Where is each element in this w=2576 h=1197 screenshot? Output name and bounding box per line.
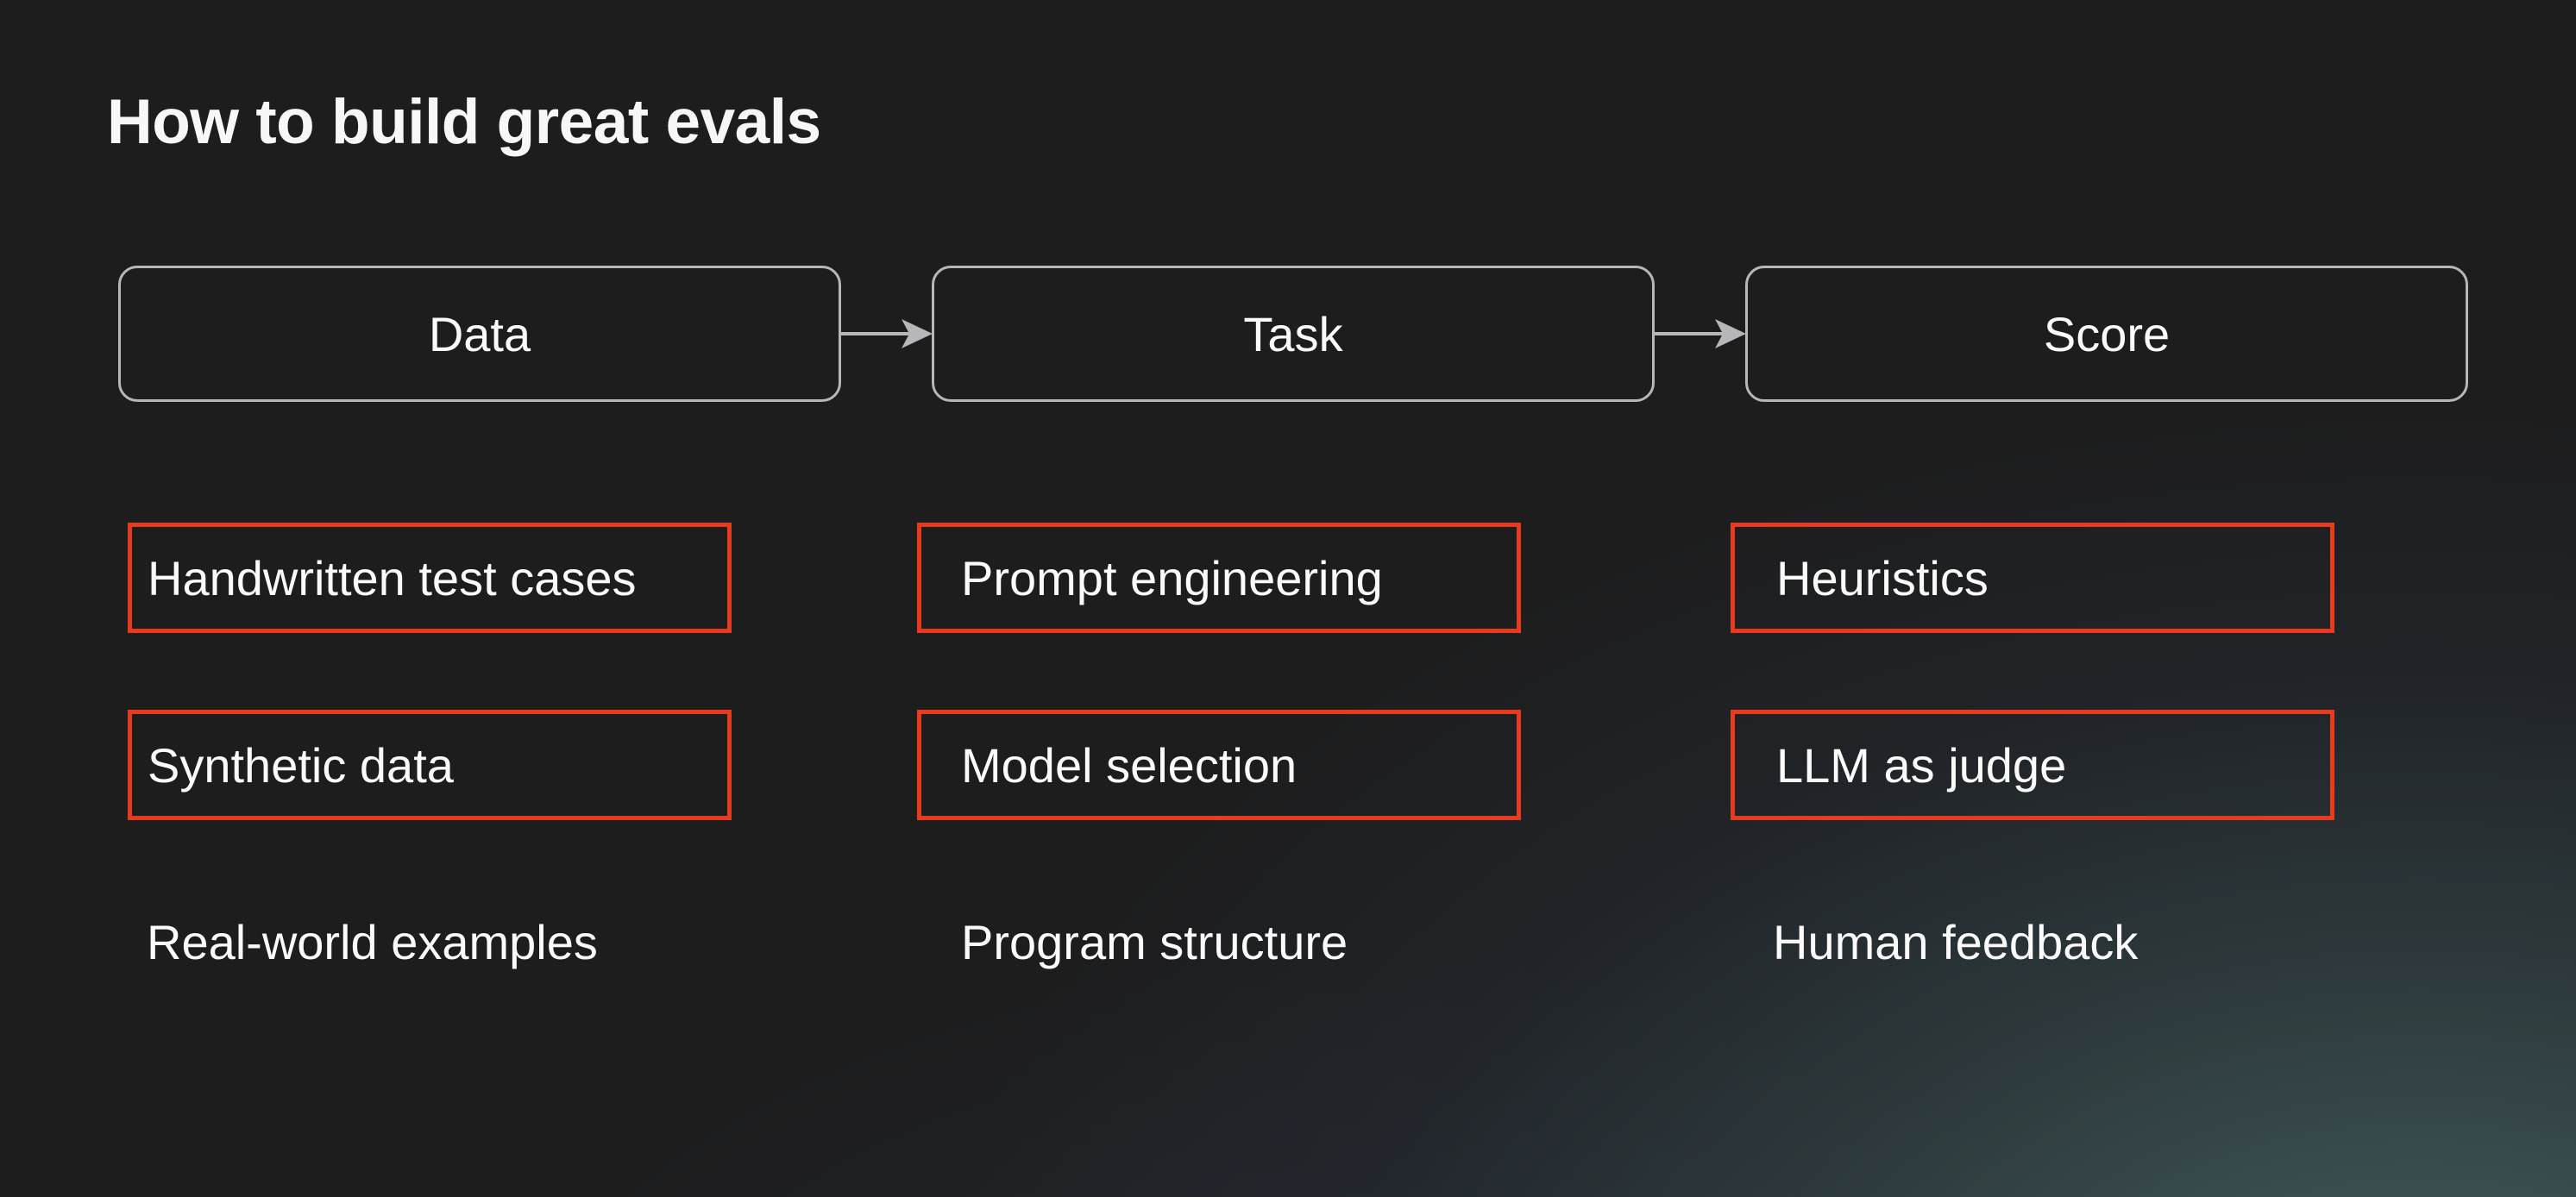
highlight-box-handwritten-test-cases: Handwritten test cases: [128, 523, 732, 633]
highlight-box-label: Synthetic data: [148, 737, 454, 793]
flow-step-task: Task: [932, 266, 1655, 402]
flow-step-score: Score: [1745, 266, 2468, 402]
plain-item-human-feedback: Human feedback: [1773, 915, 2139, 969]
flow-arrow-icon: [841, 319, 933, 348]
highlight-box-heuristics: Heuristics: [1731, 523, 2334, 633]
flow-step-label: Score: [2043, 306, 2171, 361]
highlight-box-llm-as-judge: LLM as judge: [1731, 710, 2334, 820]
flow-step-data: Data: [118, 266, 841, 402]
flow-step-label: Task: [1243, 306, 1343, 361]
slide-title: How to build great evals: [107, 87, 821, 157]
highlight-box-label: Model selection: [961, 737, 1297, 793]
highlight-box-label: Heuristics: [1776, 550, 1989, 605]
highlight-box-prompt-engineering: Prompt engineering: [917, 523, 1521, 633]
highlight-box-label: LLM as judge: [1776, 737, 2067, 793]
highlight-box-label: Handwritten test cases: [148, 550, 637, 605]
highlight-box-label: Prompt engineering: [961, 550, 1383, 605]
plain-item-real-world-examples: Real-world examples: [147, 915, 598, 969]
highlight-box-model-selection: Model selection: [917, 710, 1521, 820]
flow-arrow-icon: [1655, 319, 1746, 348]
flow-step-label: Data: [428, 306, 531, 361]
plain-item-program-structure: Program structure: [961, 915, 1348, 969]
highlight-box-synthetic-data: Synthetic data: [128, 710, 732, 820]
